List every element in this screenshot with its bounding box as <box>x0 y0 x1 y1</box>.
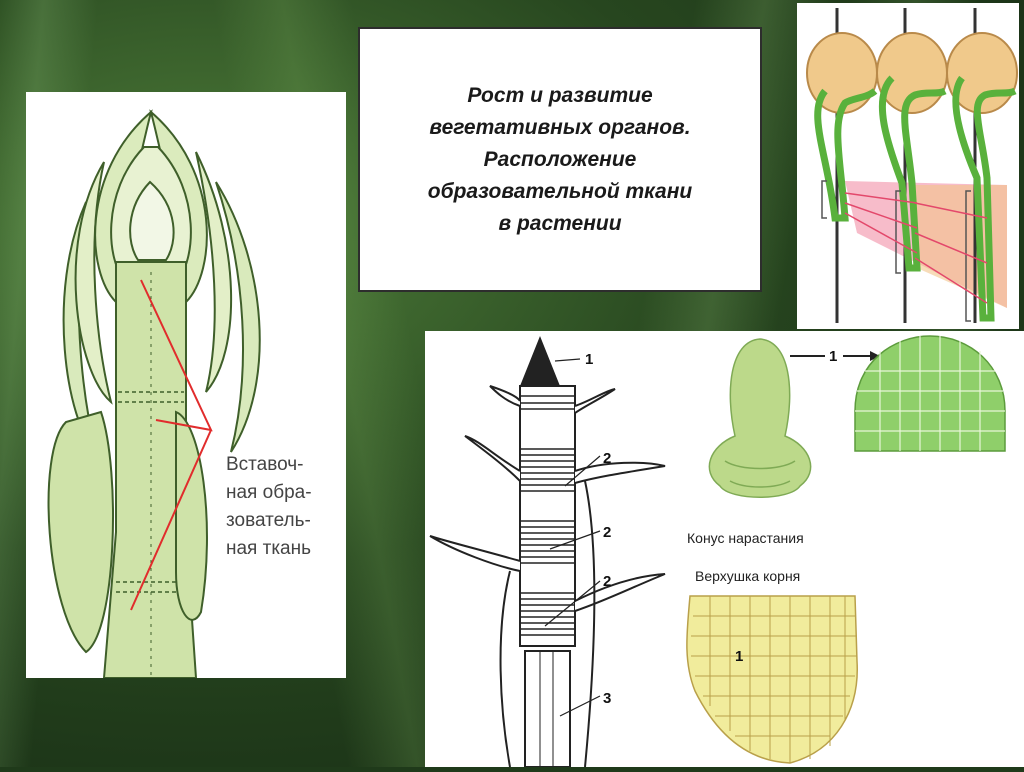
cone-arrow-label: 1 <box>829 348 837 365</box>
title-line: в растении <box>428 208 693 240</box>
stem-label-2a: 2 <box>603 450 611 467</box>
title-line: Рост и развитие <box>428 80 693 112</box>
root-tissue-label: 1 <box>735 648 743 665</box>
root-tip-drawing <box>687 596 857 763</box>
stem-label-1: 1 <box>585 351 593 368</box>
meristem-diagram-figure: 1 2 2 2 3 1 Конус нарастания Верхушка ко… <box>425 331 1024 767</box>
intercalary-label-line-3: зователь- <box>226 510 311 531</box>
seedlings-drawing <box>797 3 1019 329</box>
intercalary-label-line-4: ная ткань <box>226 538 311 559</box>
intercalary-label-line-2: ная обра- <box>226 482 312 503</box>
stem-label-2c: 2 <box>603 573 611 590</box>
growth-cone-drawing <box>709 339 810 497</box>
apical-cells-closeup <box>855 336 1005 451</box>
intercalary-label-line-1: Вставоч- <box>226 454 303 475</box>
slide-title: Рост и развитие вегетативных органов. Ра… <box>408 80 713 240</box>
slide-title-box: Рост и развитие вегетативных органов. Ра… <box>358 27 762 292</box>
title-line: образовательной ткани <box>428 176 693 208</box>
meristem-diagram: 1 2 2 2 3 1 Конус нарастания Верхушка ко… <box>425 331 1024 767</box>
stem-label-3: 3 <box>603 690 611 707</box>
germinating-seeds-figure <box>797 3 1019 329</box>
root-tip-caption: Верхушка корня <box>695 568 800 584</box>
title-line: Расположение <box>428 144 693 176</box>
stem-apex-drawing: Вставоч- ная обра- зователь- ная ткань <box>26 92 346 678</box>
stem-label-2b: 2 <box>603 524 611 541</box>
intercalary-tissue-figure: Вставоч- ная обра- зователь- ная ткань <box>26 92 346 678</box>
title-line: вегетативных органов. <box>428 112 693 144</box>
stem-drawing <box>430 336 665 767</box>
growth-cone-caption: Конус нарастания <box>687 530 804 546</box>
